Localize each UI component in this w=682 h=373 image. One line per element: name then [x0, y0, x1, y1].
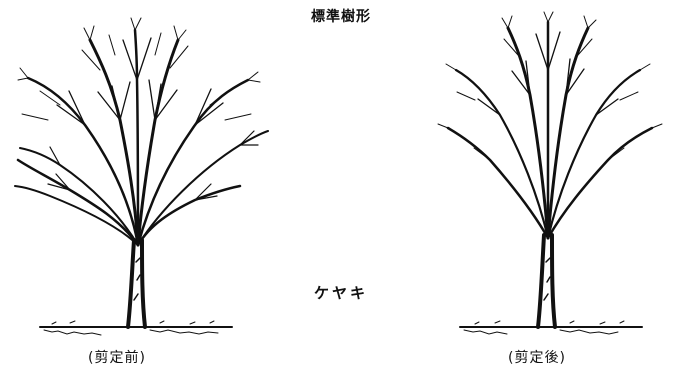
- ground-line-left: [39, 320, 233, 336]
- crown-left: [14, 17, 269, 247]
- tree-before-pruning-illustration: [14, 17, 269, 336]
- trunk-left: [126, 238, 147, 329]
- caption-before-pruning: (剪定前): [88, 350, 146, 366]
- diagram-title: 標準樹形: [311, 9, 371, 25]
- ground-line-right: [459, 320, 643, 335]
- trunk-right: [536, 233, 557, 329]
- caption-after-pruning: (剪定後): [508, 350, 566, 366]
- crown-right: [437, 11, 663, 240]
- tree-after-pruning-illustration: [437, 11, 663, 335]
- tree-species-label: ケヤキ: [313, 284, 368, 302]
